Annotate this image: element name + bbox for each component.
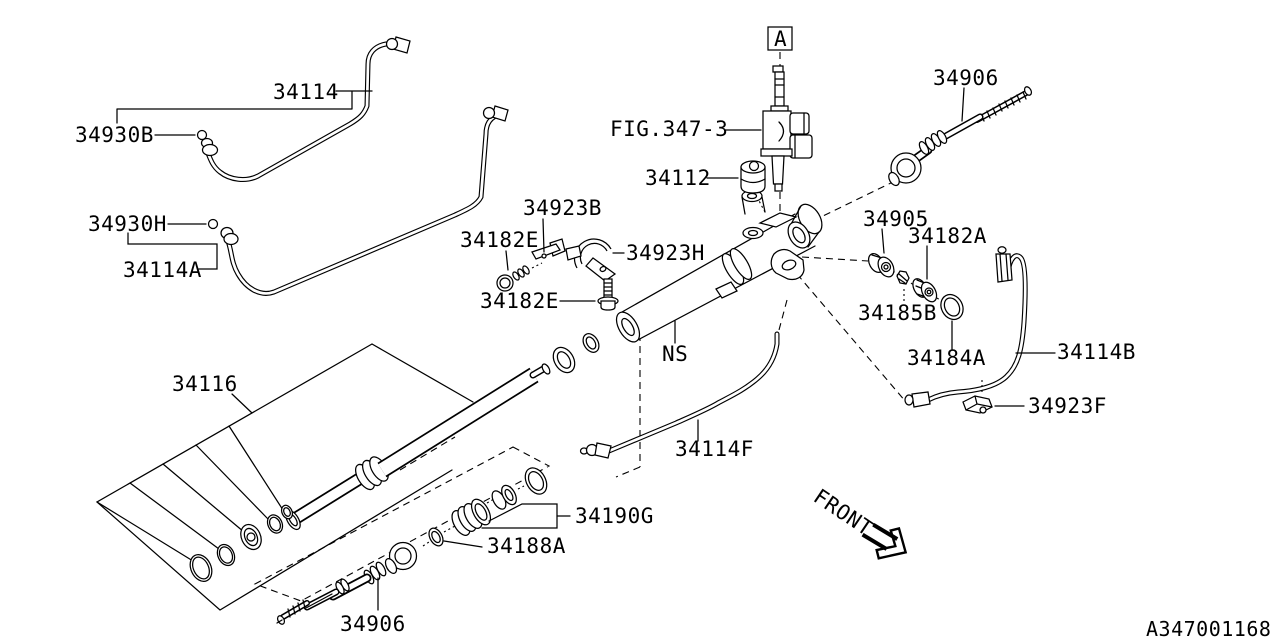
clamp-34923F-part <box>962 395 993 414</box>
part-label-34182E-top: 34182E <box>460 228 539 252</box>
pressure-pipe-34114 <box>196 36 411 182</box>
grommet-34930H-part <box>207 218 219 230</box>
return-pipe-34114A <box>207 105 509 296</box>
view-marker-box: A <box>767 26 793 51</box>
leader-lines <box>116 87 1056 611</box>
part-label-34114F: 34114F <box>675 437 754 461</box>
seal-rings <box>189 504 294 582</box>
rack-housing <box>615 189 823 343</box>
part-label-34184A: 34184A <box>907 346 986 370</box>
part-label-34930H: 34930H <box>88 212 167 236</box>
part-label-34190G: 34190G <box>575 504 654 528</box>
part-label-34906-top: 34906 <box>933 66 999 90</box>
part-label-34116: 34116 <box>172 372 238 396</box>
figure-ref-label: FIG.347-3 <box>610 117 728 141</box>
part-label-34182E-bot: 34182E <box>480 289 559 313</box>
part-label-34114: 34114 <box>273 80 339 104</box>
grommet-34930B-part <box>196 129 208 141</box>
part-label-34923B: 34923B <box>523 196 602 220</box>
clamp-group <box>496 238 619 311</box>
part-label-34923F: 34923F <box>1028 394 1107 418</box>
doc-number: A347001168 <box>1146 617 1271 640</box>
rack-guide-parts <box>867 253 964 321</box>
clamp-plate-34923B <box>531 243 561 260</box>
part-label-34114A: 34114A <box>123 258 202 282</box>
pipe-34114F <box>579 331 780 459</box>
bushing-34112 <box>740 160 766 194</box>
part-label-34188A: 34188A <box>487 534 566 558</box>
part-label-34906-bot: 34906 <box>340 612 406 636</box>
front-arrow-icon <box>861 522 908 560</box>
part-label-34185B: 34185B <box>858 301 937 325</box>
mount-plate <box>758 212 798 228</box>
part-label-34112: 34112 <box>645 166 711 190</box>
ns-label: NS <box>662 342 688 366</box>
pipe-34114B <box>904 246 1028 414</box>
part-labels: 34114 34930B 34930H 34114A FIG.347-3 341… <box>75 66 1136 636</box>
rack-shaft-group <box>189 333 600 582</box>
part-label-34930B: 34930B <box>75 123 154 147</box>
tie-rod-upper <box>888 86 1033 187</box>
bracket-34190G <box>481 503 558 529</box>
bolt-34182E-upper <box>496 265 530 292</box>
front-label: FRONT <box>809 484 877 541</box>
part-label-34182A: 34182A <box>908 224 987 248</box>
part-label-34923H: 34923H <box>626 241 705 265</box>
front-direction-indicator: FRONT <box>809 484 908 560</box>
view-marker-label: A <box>774 27 787 51</box>
valve-assembly <box>760 65 813 192</box>
bolt-34182E-lower <box>597 278 619 311</box>
rack-kit-outline <box>95 343 474 611</box>
tie-rod-lower <box>276 541 418 625</box>
valve-bushing-group <box>428 467 558 547</box>
part-label-34114B: 34114B <box>1057 340 1136 364</box>
part-label-34905: 34905 <box>863 207 929 231</box>
